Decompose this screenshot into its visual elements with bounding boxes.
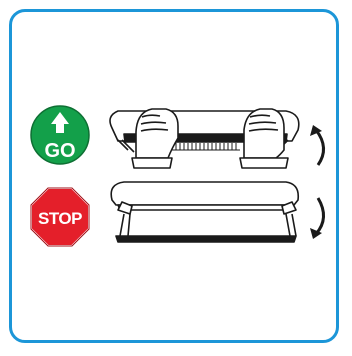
curved-arrow-down-icon — [310, 198, 324, 239]
gloved-hand-icon — [240, 109, 288, 168]
stop-label: STOP — [38, 209, 82, 228]
case-rim — [118, 205, 292, 210]
stop-badge: STOP — [31, 188, 89, 246]
left-leg — [120, 214, 130, 236]
go-badge: GO — [31, 106, 89, 164]
case-body — [111, 182, 298, 205]
curved-arrow-up-icon — [310, 125, 324, 165]
right-leg — [286, 214, 296, 236]
case-standing-illustration — [111, 182, 298, 242]
go-label: GO — [44, 140, 75, 162]
base-plate — [116, 236, 296, 242]
case-lifted-illustration — [110, 109, 299, 168]
gloved-hand-icon — [132, 109, 178, 168]
tray-grill — [170, 143, 240, 150]
